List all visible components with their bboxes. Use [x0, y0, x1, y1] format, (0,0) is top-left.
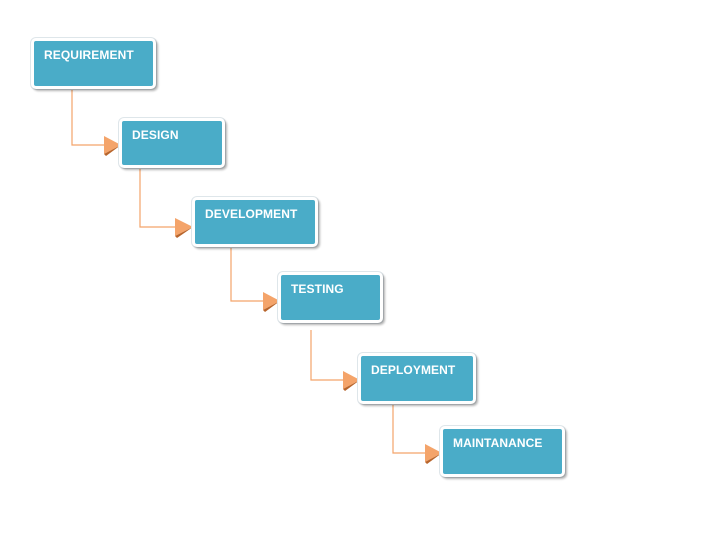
- arrowhead-maintanance: [425, 444, 442, 464]
- arrowhead-deployment: [343, 371, 360, 391]
- stage-development: DEVELOPMENT: [192, 197, 318, 247]
- connector-requirement-design: [71, 89, 104, 146]
- connector-development-testing: [230, 247, 263, 302]
- connector-deployment-maintanance: [392, 404, 425, 454]
- arrowhead-testing: [263, 292, 280, 312]
- stage-deployment: DEPLOYMENT: [358, 353, 476, 404]
- connector-testing-deployment: [310, 330, 343, 381]
- stage-maintanance: MAINTANANCE: [440, 426, 565, 477]
- arrowhead-design: [104, 136, 121, 156]
- arrowhead-development: [175, 218, 193, 238]
- stage-requirement: REQUIREMENT: [31, 38, 156, 89]
- stage-testing: TESTING: [278, 272, 383, 323]
- stage-design: DESIGN: [119, 118, 225, 168]
- connector-design-development: [139, 168, 175, 228]
